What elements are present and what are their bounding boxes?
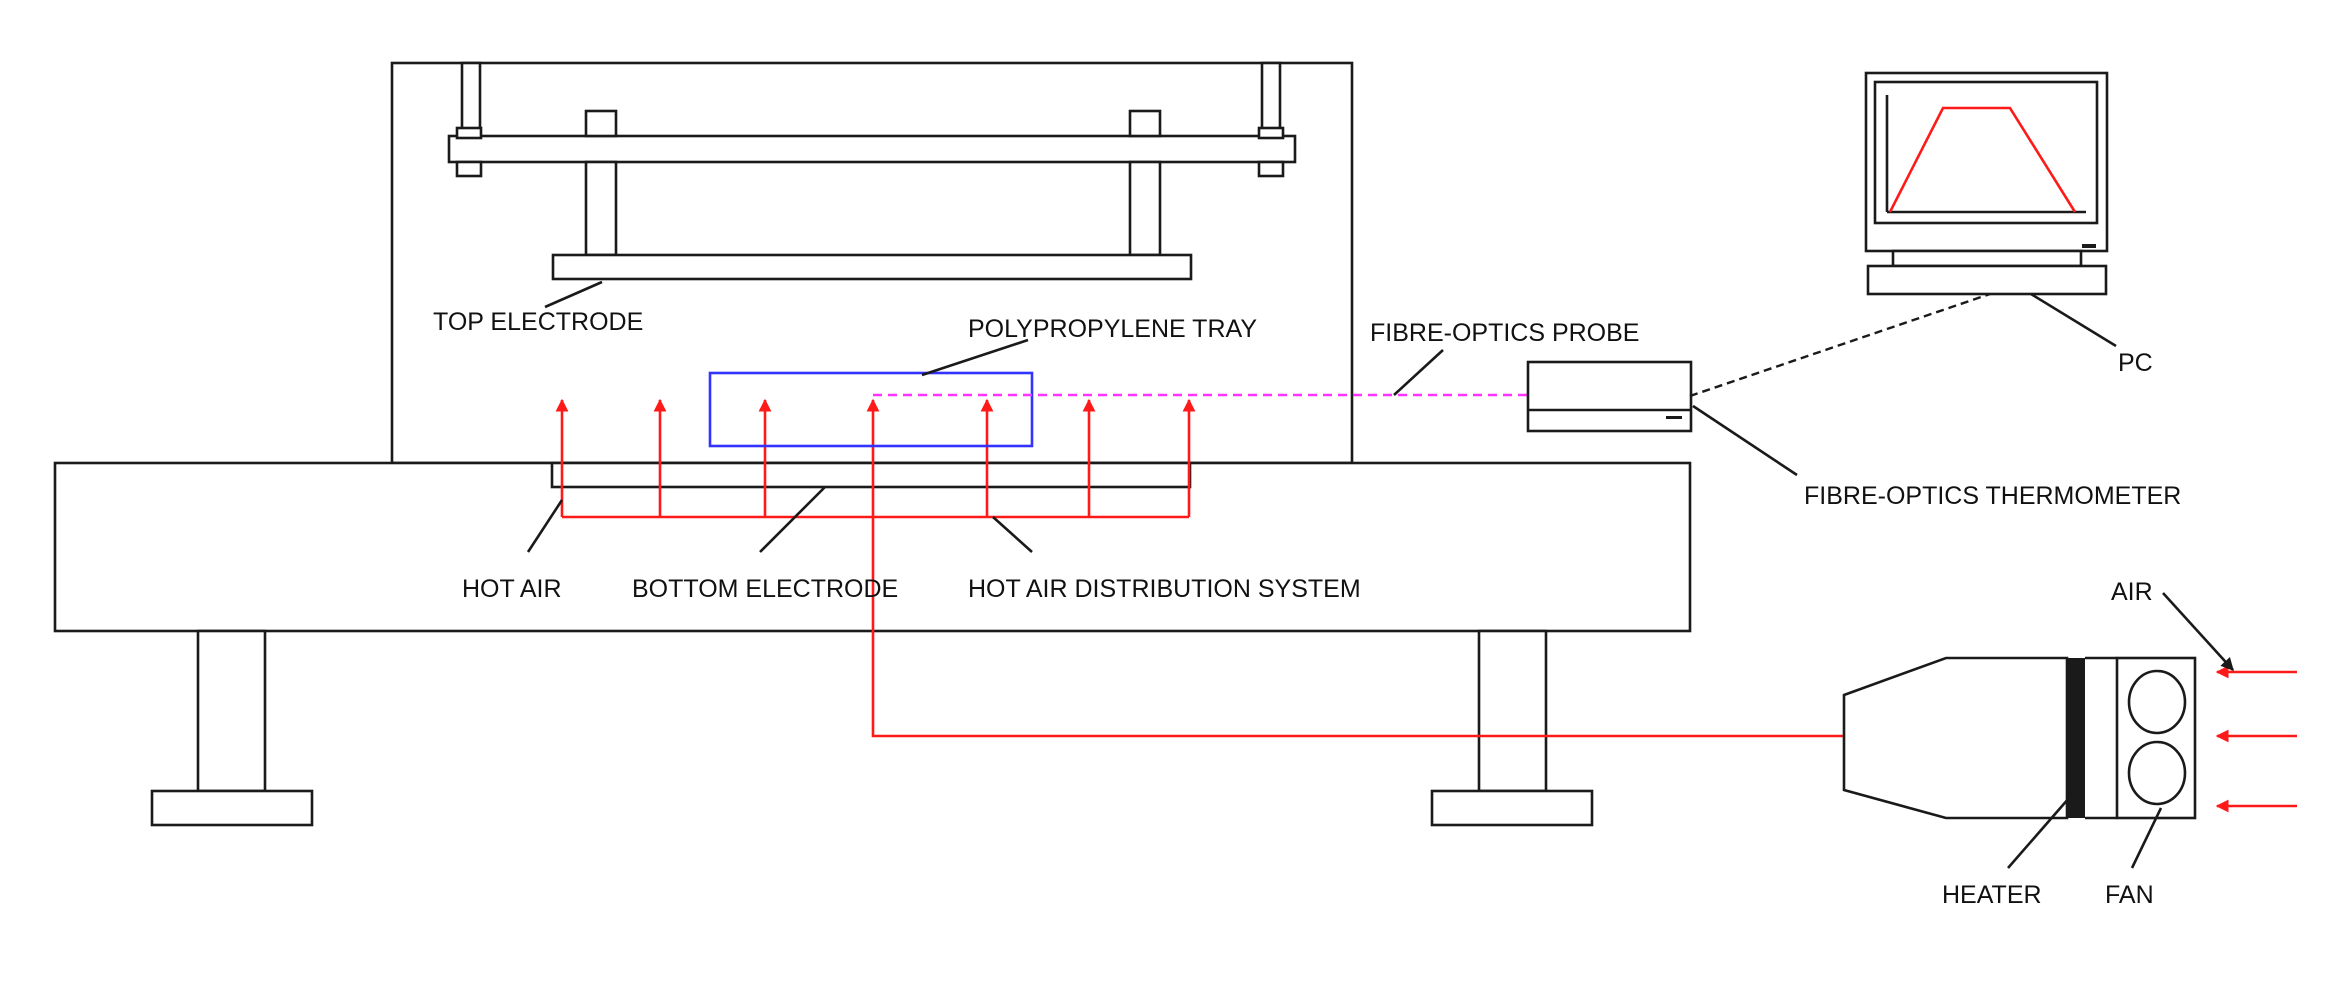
heater-nozzle [1842, 656, 2069, 820]
label-fibre-optics-thermometer: FIBRE-OPTICS THERMOMETER [1804, 482, 2181, 510]
pc-button [2082, 244, 2096, 248]
right-nut-bottom [1257, 160, 1285, 178]
bottom-electrode-plate [550, 461, 1192, 489]
fan-blade-upper [2127, 669, 2187, 735]
fan-leader [2130, 807, 2163, 869]
right-nut-top [1257, 126, 1285, 140]
hot-air-distribution-system [555, 398, 1844, 738]
left-support-post-top [584, 109, 618, 138]
left-nut-top [455, 126, 483, 140]
pc-base [1866, 264, 2108, 296]
left-nut-bottom [455, 160, 483, 178]
label-polypropylene-tray: POLYPROPYLENE TRAY [968, 315, 1257, 343]
label-top-electrode: TOP ELECTRODE [433, 308, 643, 336]
right-foot [1430, 789, 1594, 827]
air-heater-unit [1842, 656, 2197, 820]
thermometer-body [1526, 360, 1693, 433]
thermometer-indicator [1666, 416, 1682, 419]
hot-air-supply-duct [866, 398, 1844, 738]
bottom-electrode-leader [759, 486, 826, 553]
label-fan: FAN [2105, 881, 2154, 909]
polypropylene-tray [708, 371, 1034, 448]
air-leader [2162, 592, 2234, 671]
top-electrode-plate [551, 253, 1193, 281]
fibre-optics-probe-leader [1393, 349, 1444, 396]
thermometer-leader [1692, 404, 1798, 477]
hot-air-leader [526, 499, 564, 553]
top-electrode-leader [544, 280, 603, 309]
pc-base-mid [1891, 249, 2083, 268]
label-fibre-optics-probe: FIBRE-OPTICS PROBE [1370, 319, 1639, 347]
pc-leader [2030, 292, 2117, 348]
crossbar [447, 134, 1297, 164]
fibre-optics-thermometer [1526, 360, 1693, 433]
left-support-post [584, 160, 618, 257]
fan-blade-lower [2127, 740, 2187, 806]
temperature-profile-curve [1888, 106, 2077, 213]
pc [1864, 71, 2109, 296]
top-electrode-assembly [447, 61, 1297, 281]
polypropylene-tray-leader [921, 338, 1029, 377]
data-link-line [1689, 292, 1991, 398]
left-foot [150, 789, 314, 827]
label-air: AIR [2111, 578, 2153, 606]
right-support-post [1128, 160, 1162, 257]
label-hot-air-distribution-system: HOT AIR DISTRIBUTION SYSTEM [968, 575, 1361, 603]
heater-leader [2007, 789, 2077, 869]
heater-element [2067, 658, 2085, 818]
pc-screen [1873, 80, 2099, 225]
label-heater: HEATER [1942, 881, 2042, 909]
right-leg [1477, 629, 1548, 793]
right-support-post-top [1128, 109, 1162, 138]
label-pc: PC [2118, 349, 2153, 377]
left-leg [196, 629, 267, 793]
label-bottom-electrode: BOTTOM ELECTRODE [632, 575, 898, 603]
distribution-system-leader [992, 516, 1033, 553]
label-hot-air: HOT AIR [462, 575, 562, 603]
